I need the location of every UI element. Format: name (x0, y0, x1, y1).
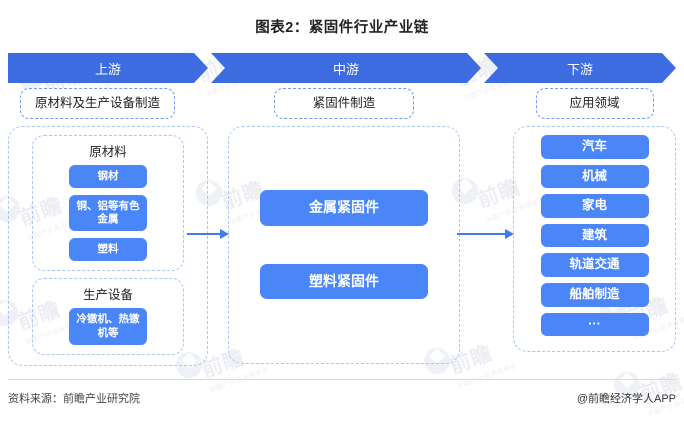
midstream-item-plastic-fasteners[interactable]: 塑料紧固件 (260, 263, 428, 300)
upstream-item-forging-machines[interactable]: 冷镦机、热镦机等 (69, 308, 147, 345)
downstream-body: 汽车 机械 家电 建筑 轨道交通 船舶制造 ··· (513, 125, 676, 353)
downstream-column: 应用领域 汽车 机械 家电 建筑 轨道交通 船舶制造 ··· (513, 88, 676, 353)
arrow-head (220, 229, 229, 239)
downstream-item-home-appliances[interactable]: 家电 (540, 194, 649, 218)
upstream-group-raw-materials-title: 原材料 (89, 144, 127, 159)
midstream-item-metal-fasteners[interactable]: 金属紧固件 (260, 190, 428, 226)
stage-banner-midstream[interactable]: 中游 (211, 53, 481, 83)
downstream-item-shipbuilding[interactable]: 船舶制造 (540, 283, 649, 307)
arrow-shaft (457, 232, 505, 236)
upstream-item-nonferrous-metals[interactable]: 铜、铝等有色金属 (69, 195, 147, 232)
upstream-column: 原材料及生产设备制造 原材料 钢材 铜、铝等有色金属 塑料 生产设备 冷镦机、热… (8, 88, 208, 366)
upstream-group-production-equipment-title: 生产设备 (82, 288, 133, 303)
downstream-item-machinery[interactable]: 机械 (540, 164, 649, 189)
footer-source: 资料来源：前瞻产业研究院 (8, 393, 140, 405)
upstream-header: 原材料及生产设备制造 (20, 88, 175, 119)
downstream-item-more[interactable]: ··· (540, 312, 649, 337)
arrow-head (505, 229, 514, 239)
downstream-item-automotive[interactable]: 汽车 (540, 134, 649, 159)
stage-banner-upstream-label: 上游 (94, 61, 121, 77)
upstream-group-raw-materials: 原材料 钢材 铜、铝等有色金属 塑料 (32, 134, 184, 272)
stage-banner-upstream[interactable]: 上游 (8, 53, 208, 83)
midstream-body: 金属紧固件 塑料紧固件 (228, 125, 460, 364)
stage-banner-downstream-label: 下游 (566, 61, 593, 77)
footer-attribution: @前瞻经济学人APP (576, 393, 676, 405)
chart-title: 图表2：紧固件行业产业链 (255, 20, 429, 36)
upstream-item-plastic[interactable]: 塑料 (69, 238, 147, 262)
midstream-column: 紧固件制造 金属紧固件 塑料紧固件 (228, 88, 460, 364)
downstream-header: 应用领域 (535, 88, 654, 119)
arrow-shaft (187, 232, 220, 236)
arrow-right-icon-upstream-to-midstream (187, 229, 229, 239)
stage-banner-midstream-label: 中游 (332, 61, 359, 77)
midstream-header: 紧固件制造 (274, 88, 414, 119)
upstream-item-steel[interactable]: 钢材 (69, 164, 147, 188)
stage-banner-row: 上游 中游 下游 (8, 53, 676, 83)
footer-divider (8, 379, 676, 380)
arrow-right-icon-midstream-to-downstream (457, 229, 514, 239)
watermark-text: 前瞻中国产业咨询领导者 (636, 369, 684, 419)
downstream-item-construction[interactable]: 建筑 (540, 223, 649, 248)
downstream-item-rail-transit[interactable]: 轨道交通 (540, 253, 649, 277)
upstream-body: 原材料 钢材 铜、铝等有色金属 塑料 生产设备 冷镦机、热镦机等 (8, 125, 208, 366)
stage-banner-downstream[interactable]: 下游 (484, 53, 676, 83)
footer: 资料来源：前瞻产业研究院 @前瞻经济学人APP (8, 390, 676, 406)
upstream-group-production-equipment: 生产设备 冷镦机、热镦机等 (32, 278, 184, 355)
